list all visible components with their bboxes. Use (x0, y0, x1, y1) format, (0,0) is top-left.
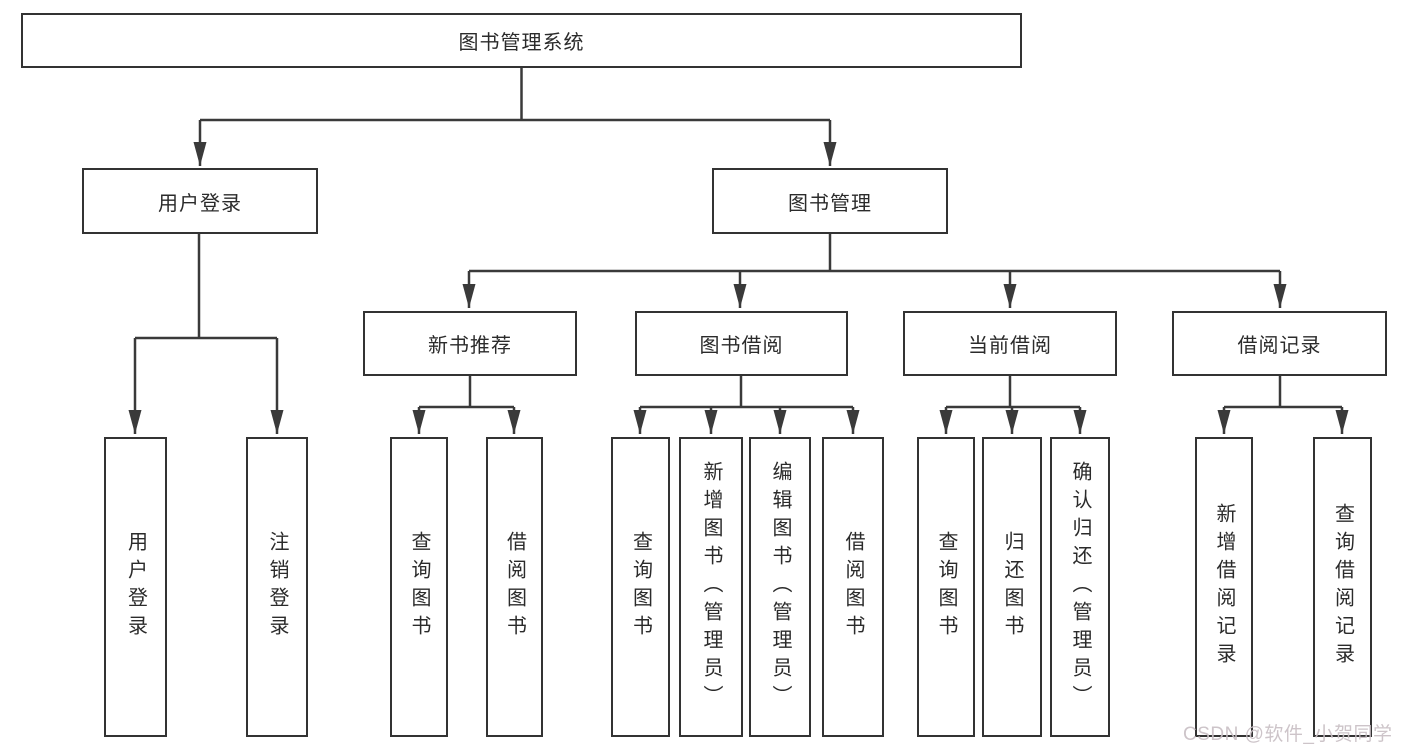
leaf-query-borrow-record: 查询借阅记录 (1313, 437, 1372, 737)
node-label: 注销登录 (266, 531, 288, 643)
node-label: 归还图书 (1001, 531, 1023, 643)
node-label: 编辑图书（管理员） (769, 461, 791, 713)
node-label: 当前借阅 (968, 335, 1052, 357)
leaf-query-books-rec: 查询图书 (390, 437, 448, 737)
node-label: 图书管理 (788, 192, 872, 215)
leaf-edit-books-admin: 编辑图书（管理员） (749, 437, 811, 737)
csdn-watermark: CSDN @软件_小贺同学 (1183, 724, 1393, 745)
leaf-add-borrow-record: 新增借阅记录 (1195, 437, 1253, 737)
leaf-confirm-return-admin: 确认归还（管理员） (1050, 437, 1110, 737)
connector-borrow-record (1217, 376, 1349, 434)
leaf-borrow-books: 借阅图书 (822, 437, 884, 737)
connector-new-book-rec (412, 376, 521, 434)
node-book-management: 图书管理 (712, 168, 948, 234)
node-current-borrowing: 当前借阅 (903, 311, 1117, 376)
node-label: 查询图书 (935, 531, 957, 643)
connector-current-borrow (939, 376, 1087, 434)
node-label: 图书管理系统 (458, 32, 585, 54)
node-label: 图书借阅 (699, 335, 784, 357)
node-label: 用户登录 (124, 531, 147, 643)
leaf-borrow-books-rec: 借阅图书 (486, 437, 543, 737)
connector-root-split (193, 68, 837, 166)
node-new-book-recommend: 新书推荐 (363, 311, 577, 376)
node-label: 新增借阅记录 (1213, 503, 1235, 671)
node-label: 查询图书 (408, 531, 430, 643)
leaf-logout: 注销登录 (246, 437, 308, 737)
node-label: 新书推荐 (428, 335, 512, 357)
leaf-query-books-borrow: 查询图书 (611, 437, 670, 737)
node-label: 查询图书 (629, 531, 652, 643)
node-label: 借阅图书 (842, 531, 864, 643)
node-label: 用户登录 (158, 192, 242, 215)
connector-book-borrow (633, 376, 860, 434)
node-label: 借阅图书 (503, 531, 526, 643)
node-borrowing-records: 借阅记录 (1172, 311, 1387, 376)
node-label: 确认归还（管理员） (1069, 461, 1091, 713)
leaf-user-login: 用户登录 (104, 437, 167, 737)
connector-book-mgmt (462, 234, 1287, 308)
node-user-login: 用户登录 (82, 168, 318, 234)
node-root-system: 图书管理系统 (21, 13, 1022, 68)
node-book-borrowing: 图书借阅 (635, 311, 848, 376)
node-label: 新增图书（管理员） (700, 461, 722, 713)
connector-user-login (128, 234, 284, 434)
leaf-add-books-admin: 新增图书（管理员） (679, 437, 743, 737)
node-label: 查询借阅记录 (1331, 503, 1354, 671)
node-label: 借阅记录 (1237, 335, 1322, 357)
leaf-return-books: 归还图书 (982, 437, 1042, 737)
leaf-query-books-current: 查询图书 (917, 437, 975, 737)
